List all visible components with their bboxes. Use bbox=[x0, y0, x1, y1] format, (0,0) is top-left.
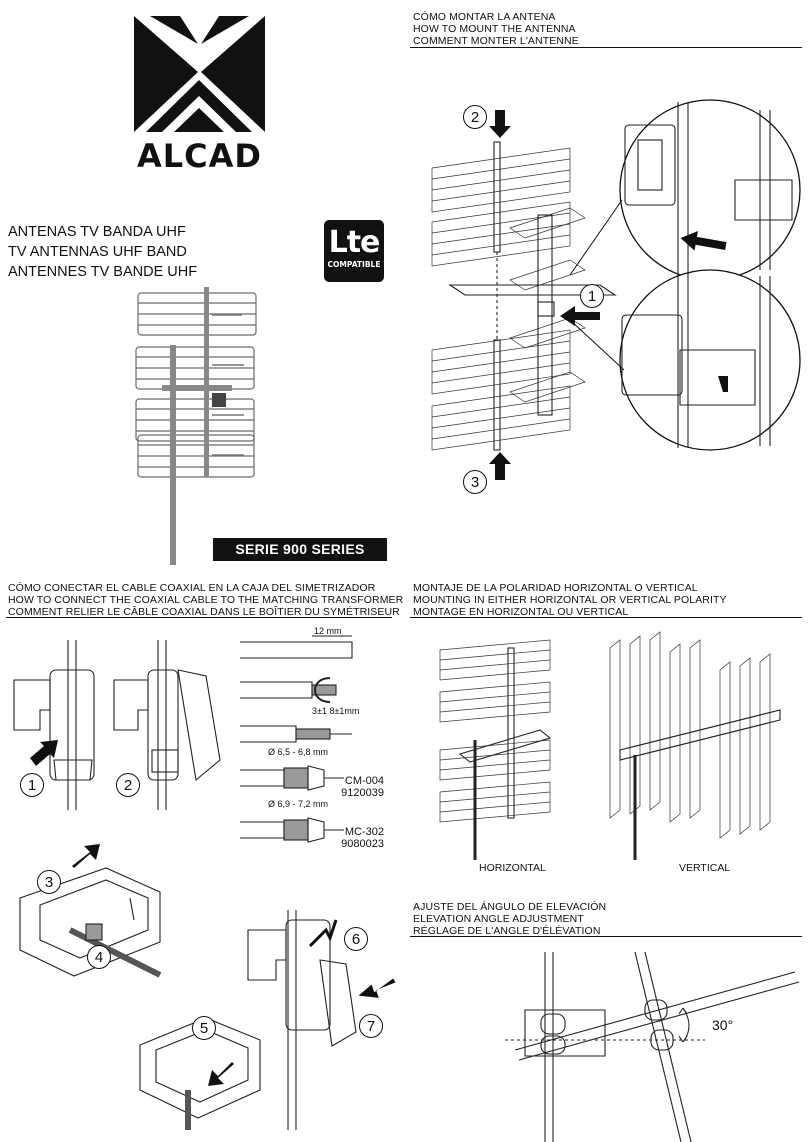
coax-heading-fr: COMMENT RELIER LE CÂBLE COAXIAL DANS LE … bbox=[8, 606, 400, 618]
label-vertical: VERTICAL bbox=[679, 862, 731, 874]
elevation-heading-es: AJUSTE DEL ÁNGULO DE ELEVACIÓN bbox=[413, 901, 607, 913]
elevation-heading-fr: RÉGLAGE DE L'ANGLE D'ÉLÉVATION bbox=[413, 925, 601, 937]
polarity-heading-rule bbox=[410, 617, 802, 618]
coax-heading-es: CÓMO CONECTAR EL CABLE COAXIAL EN LA CAJ… bbox=[8, 582, 376, 594]
antenna-product-image bbox=[132, 285, 262, 565]
connector-2-code: MC-302 9080023 bbox=[330, 826, 384, 850]
mount-step-2: 2 bbox=[463, 105, 487, 129]
coax-heading-en: HOW TO CONNECT THE COAXIAL CABLE TO THE … bbox=[8, 594, 404, 606]
elevation-heading-rule bbox=[410, 936, 802, 937]
diameter-2-label: Ø 6,9 - 7,2 mm bbox=[268, 799, 329, 809]
coax-step-6: 6 bbox=[344, 927, 368, 951]
lte-compatible-badge: Lte COMPATIBLE bbox=[324, 220, 384, 282]
mount-heading: CÓMO MONTAR LA ANTENA HOW TO MOUNT THE A… bbox=[413, 11, 579, 47]
strip-tolerance-label: 3±1 8±1mm bbox=[312, 706, 360, 716]
mount-heading-rule bbox=[410, 47, 802, 48]
mount-illustration bbox=[431, 99, 801, 480]
mount-heading-en: HOW TO MOUNT THE ANTENNA bbox=[413, 23, 576, 35]
connector-2-model: MC-302 bbox=[344, 826, 384, 838]
title-en: TV ANTENNAS UHF BAND bbox=[8, 244, 187, 260]
mount-heading-es: CÓMO MONTAR LA ANTENA bbox=[413, 11, 556, 23]
coax-step-4: 4 bbox=[87, 945, 111, 969]
mount-step-1: 1 bbox=[580, 284, 604, 308]
diameter-1-label: Ø 6,5 - 6,8 mm bbox=[268, 747, 329, 757]
cable-stripping-illustration bbox=[240, 635, 353, 843]
elevation-angle-label: 30° bbox=[712, 1017, 734, 1033]
connector-1-number: 9120039 bbox=[341, 787, 384, 799]
coax-heading: CÓMO CONECTAR EL CABLE COAXIAL EN LA CAJ… bbox=[8, 582, 403, 618]
connector-1-model: CM-004 bbox=[344, 775, 384, 787]
coax-step-3: 3 bbox=[37, 870, 61, 894]
polarity-heading-en: MOUNTING IN EITHER HORIZONTAL OR VERTICA… bbox=[413, 594, 727, 606]
strip-length-label: 12 mm bbox=[314, 626, 342, 636]
product-title: ANTENAS TV BANDA UHF TV ANTENNAS UHF BAN… bbox=[8, 222, 197, 282]
mount-heading-fr: COMMENT MONTER L'ANTENNE bbox=[413, 35, 579, 47]
mount-step-3: 3 bbox=[463, 470, 487, 494]
elevation-heading-en: ELEVATION ANGLE ADJUSTMENT bbox=[413, 913, 584, 925]
connector-1-code: CM-004 9120039 bbox=[330, 775, 384, 799]
polarity-heading-es: MONTAJE DE LA POLARIDAD HORIZONTAL O VER… bbox=[413, 582, 698, 594]
connector-2-number: 9080023 bbox=[341, 838, 384, 850]
lte-badge-main: Lte bbox=[328, 225, 381, 260]
label-horizontal: HORIZONTAL bbox=[479, 862, 546, 874]
coax-step-2: 2 bbox=[116, 773, 140, 797]
polarity-illustration bbox=[439, 631, 781, 860]
coax-step-1: 1 bbox=[20, 773, 44, 797]
polarity-heading: MONTAJE DE LA POLARIDAD HORIZONTAL O VER… bbox=[413, 582, 727, 618]
elevation-heading: AJUSTE DEL ÁNGULO DE ELEVACIÓN ELEVATION… bbox=[413, 901, 606, 937]
alcad-logo-mark bbox=[134, 16, 265, 132]
connection-steps-illustration bbox=[19, 844, 396, 1130]
title-fr: ANTENNES TV BANDE UHF bbox=[8, 264, 198, 280]
series-label: SERIE 900 SERIES bbox=[213, 538, 387, 561]
coax-step-5: 5 bbox=[192, 1016, 216, 1040]
balun-box-illustration bbox=[13, 640, 221, 810]
brand-name: ALCAD bbox=[137, 137, 262, 175]
coax-heading-rule bbox=[6, 617, 392, 618]
polarity-heading-fr: MONTAGE EN HORIZONTAL OU VERTICAL bbox=[413, 606, 629, 618]
alcad-logo: ALCAD bbox=[132, 14, 267, 174]
title-es: ANTENAS TV BANDA UHF bbox=[8, 224, 186, 240]
elevation-illustration bbox=[505, 951, 800, 1142]
coax-step-7: 7 bbox=[359, 1014, 383, 1038]
lte-badge-sub: COMPATIBLE bbox=[327, 260, 381, 269]
